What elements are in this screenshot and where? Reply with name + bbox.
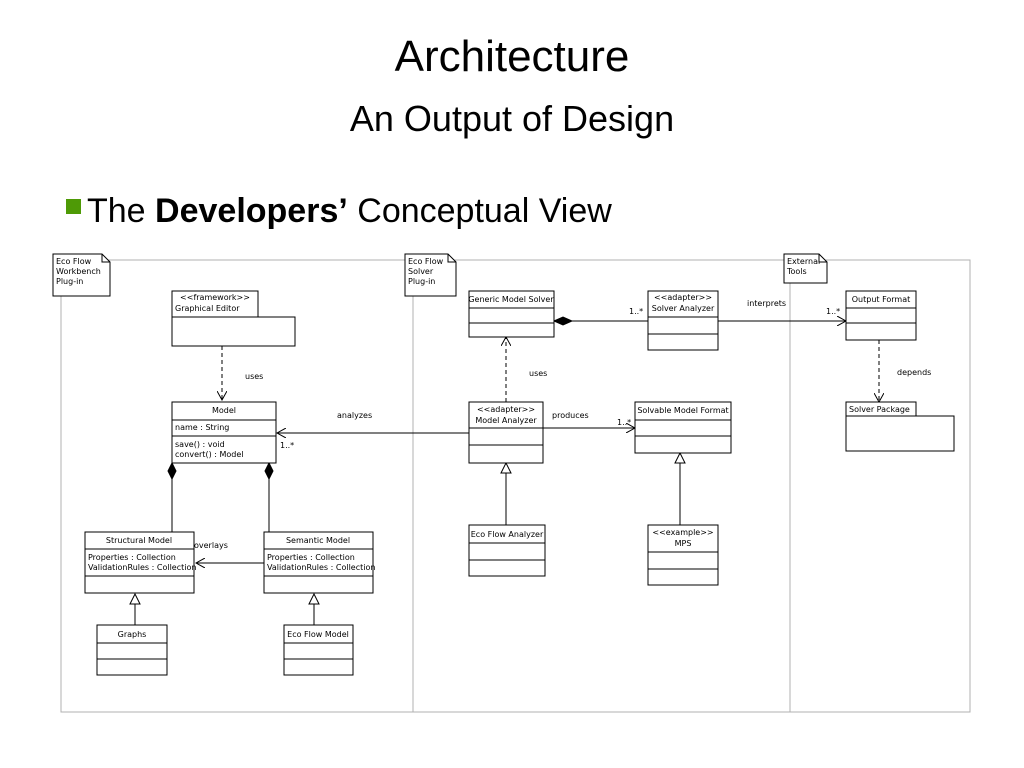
class-graphs-name: Graphs xyxy=(118,630,147,639)
package-solver-line-2: Solver xyxy=(408,267,434,276)
class-eco-flow-model-name: Eco Flow Model xyxy=(287,630,349,639)
class-structural-model-name: Structural Model xyxy=(106,536,172,545)
class-eco-flow-model: Eco Flow Model xyxy=(283,624,354,676)
class-solvable-model-format: Solvable Model Format xyxy=(634,401,732,454)
label-mult-solver: 1..* xyxy=(629,307,643,316)
class-structural-model-attr-1: Properties : Collection xyxy=(88,553,176,562)
class-mps: <<example>> MPS xyxy=(647,524,719,586)
class-mps-stereotype: <<example>> xyxy=(652,528,713,537)
slide-title: Architecture xyxy=(394,32,630,81)
package-workbench-line-2: Workbench xyxy=(56,267,101,276)
class-solver-package: Solver Package xyxy=(845,401,955,452)
package-external-line-2: Tools xyxy=(786,267,807,276)
bullet-item: The Developers’ Conceptual View xyxy=(66,192,612,231)
class-generic-model-solver-name: Generic Model Solver xyxy=(468,295,554,304)
class-graphical-editor-stereotype: <<framework>> xyxy=(180,293,250,302)
label-uses-1: uses xyxy=(245,372,263,381)
class-structural-model-attr-2: ValidationRules : Collection xyxy=(88,563,196,572)
class-eco-flow-analyzer: Eco Flow Analyzer xyxy=(468,524,546,577)
label-produces: produces xyxy=(552,411,589,420)
package-solver-line-1: Eco Flow xyxy=(408,257,444,266)
label-analyzes: analyzes xyxy=(337,411,372,420)
class-model-name: Model xyxy=(212,406,236,415)
class-semantic-model-name: Semantic Model xyxy=(286,536,350,545)
class-model: Model name : String save() : void conver… xyxy=(171,401,277,464)
bullet-suffix: Conceptual View xyxy=(347,192,612,230)
class-output-format: Output Format xyxy=(845,290,917,341)
package-workbench-line-1: Eco Flow xyxy=(56,257,92,266)
class-graphs: Graphs xyxy=(96,624,168,676)
bullet-square-icon xyxy=(66,199,81,214)
bullet-bold: Developers’ xyxy=(155,192,348,230)
class-generic-model-solver: Generic Model Solver xyxy=(468,290,555,338)
label-mult-model: 1..* xyxy=(280,441,294,450)
class-solver-analyzer: <<adapter>> Solver Analyzer xyxy=(647,290,719,351)
class-model-analyzer-stereotype: <<adapter>> xyxy=(477,405,535,414)
package-solver-line-3: Plug-in xyxy=(408,277,435,286)
package-workbench: Eco Flow Workbench Plug-in xyxy=(52,253,111,297)
class-model-operation-2: convert() : Model xyxy=(175,450,244,459)
class-graphical-editor: <<framework>> Graphical Editor xyxy=(171,290,296,347)
connectors xyxy=(135,317,879,625)
label-interprets: interprets xyxy=(747,299,786,308)
class-solver-analyzer-stereotype: <<adapter>> xyxy=(654,293,712,302)
slide-subtitle: An Output of Design xyxy=(349,98,675,139)
package-solver: Eco Flow Solver Plug-in xyxy=(404,253,457,297)
class-model-analyzer: <<adapter>> Model Analyzer xyxy=(468,401,544,464)
class-structural-model: Structural Model Properties : Collection… xyxy=(84,531,196,594)
package-workbench-line-3: Plug-in xyxy=(56,277,83,286)
class-model-attribute: name : String xyxy=(175,423,229,432)
class-model-operation-1: save() : void xyxy=(175,440,225,449)
class-graphical-editor-name: Graphical Editor xyxy=(175,304,240,313)
class-eco-flow-analyzer-name: Eco Flow Analyzer xyxy=(471,530,544,539)
bullet-prefix: The xyxy=(87,192,156,230)
class-mps-name: MPS xyxy=(675,539,692,548)
class-semantic-model-attr-2: ValidationRules : Collection xyxy=(267,563,375,572)
class-solver-analyzer-name: Solver Analyzer xyxy=(652,304,715,313)
class-output-format-name: Output Format xyxy=(852,295,911,304)
label-mult-output: 1..* xyxy=(826,307,840,316)
class-semantic-model-attr-1: Properties : Collection xyxy=(267,553,355,562)
package-external-line-1: External xyxy=(787,257,820,266)
class-solver-package-name: Solver Package xyxy=(849,405,910,414)
label-depends: depends xyxy=(897,368,931,377)
class-semantic-model: Semantic Model Properties : Collection V… xyxy=(263,531,375,594)
label-overlays: overlays xyxy=(194,541,228,550)
label-mult-format: 1..* xyxy=(617,418,631,427)
class-solvable-model-format-name: Solvable Model Format xyxy=(637,406,728,415)
label-uses-2: uses xyxy=(529,369,547,378)
package-external: External Tools xyxy=(783,253,828,284)
class-model-analyzer-name: Model Analyzer xyxy=(475,416,537,425)
diagram-frame xyxy=(60,259,971,713)
